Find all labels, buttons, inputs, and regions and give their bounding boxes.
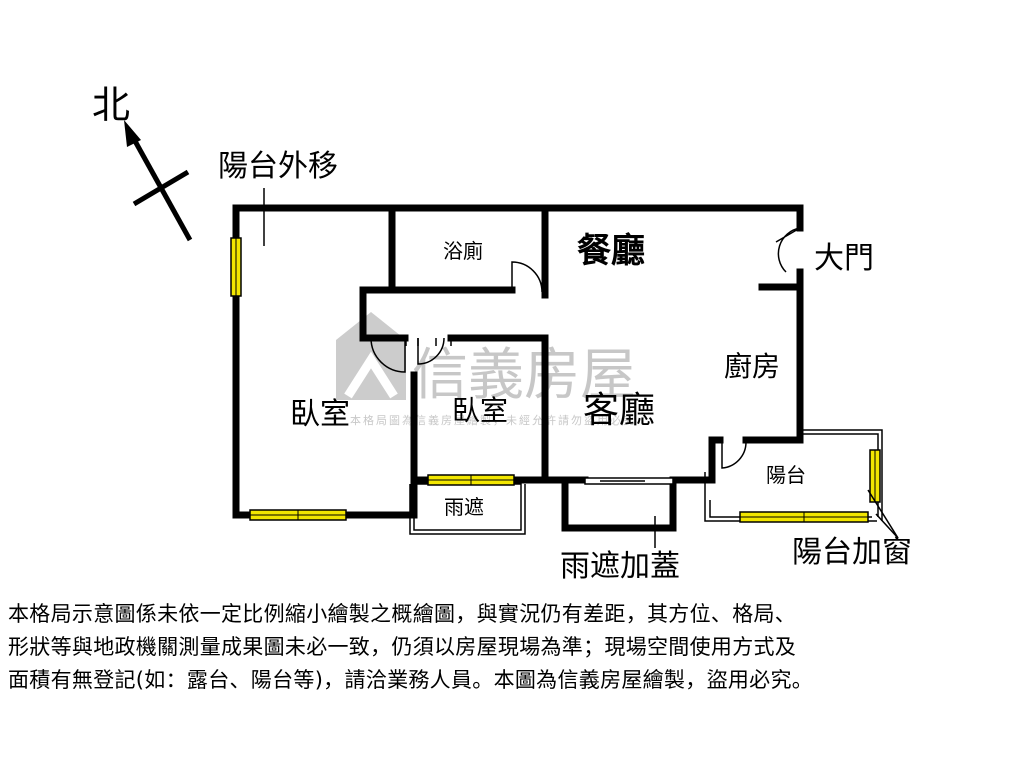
label-kitchen: 廚房 bbox=[724, 350, 780, 383]
entrance-door-icon bbox=[775, 227, 801, 273]
watermark-brand: 信義房屋 bbox=[412, 343, 636, 408]
disclaimer-line: 形狀等與地政機關測量成果圖未必一致，仍須以房屋現場為準；現場空間使用方式及 bbox=[8, 635, 797, 659]
watermark: 信義房屋 本格局圖為信義房屋繪製，未經允許請勿盜用必究 bbox=[336, 312, 636, 427]
floor-plan: 北 信義房屋 本格局圖為信義房屋繪製，未經允許請勿盜用必究 bbox=[92, 83, 912, 584]
balcony-door-icon bbox=[721, 441, 747, 469]
bath-door-icon bbox=[511, 261, 543, 293]
label-bedroom-left: 臥室 bbox=[290, 397, 350, 432]
watermark-logo-icon bbox=[336, 312, 406, 400]
label-awning-cover: 雨遮加蓋 bbox=[560, 549, 680, 584]
disclaimer-line: 本格局示意圖係未依一定比例縮小繪製之概繪圖，與實況仍有差距，其方位、格局、 bbox=[8, 602, 797, 626]
label-awning: 雨遮 bbox=[444, 495, 484, 519]
disclaimer: 本格局示意圖係未依一定比例縮小繪製之概繪圖，與實況仍有差距，其方位、格局、 形狀… bbox=[8, 598, 1020, 697]
label-entrance: 大門 bbox=[814, 241, 874, 276]
doors bbox=[370, 227, 801, 469]
leader-lines bbox=[263, 188, 899, 548]
north-arrow-icon bbox=[124, 120, 193, 242]
bedroom-door-icon bbox=[370, 337, 406, 373]
label-balcony-move: 陽台外移 bbox=[218, 149, 338, 184]
label-living: 客廳 bbox=[583, 390, 655, 431]
label-dining: 餐廳 bbox=[577, 231, 645, 271]
sliding-door bbox=[584, 477, 674, 485]
watermark-notice: 本格局圖為信義房屋繪製，未經允許請勿盜用必究 bbox=[350, 413, 636, 427]
bedroom2-door-icon bbox=[417, 337, 445, 365]
label-bath: 浴廁 bbox=[443, 239, 483, 263]
label-bedroom-mid: 臥室 bbox=[452, 394, 508, 427]
label-balcony-window: 陽台加窗 bbox=[792, 535, 912, 570]
north-label: 北 bbox=[92, 83, 130, 127]
disclaimer-line: 面積有無登記(如：露台、陽台等)，請洽業務人員。本圖為信義房屋繪製，盜用必究。 bbox=[8, 668, 814, 692]
window-mullions bbox=[235, 238, 876, 522]
label-balcony: 陽台 bbox=[766, 463, 806, 487]
walls bbox=[232, 204, 804, 532]
